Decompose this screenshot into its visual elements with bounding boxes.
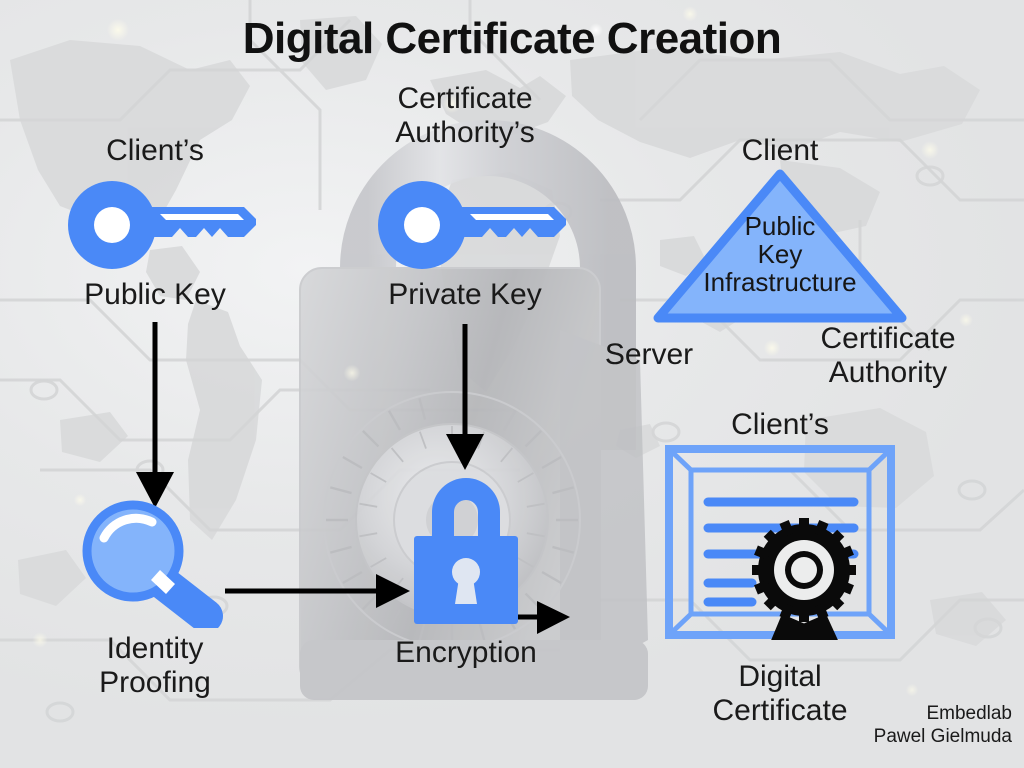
triangle-icon [653,169,907,323]
digital-certificate-label: Digital Certificate [712,660,848,727]
arrow-public-key-to-identity-proofing [136,322,174,508]
arrow-encryption-to-certificate [518,601,570,634]
encryption-label: Encryption [395,636,537,669]
padlock-icon [414,478,518,624]
key-icon [378,181,566,269]
credit-line-2: Pawel Gielmuda [873,726,1012,748]
credit-line-1: Embedlab [926,703,1012,724]
certificate-authority-label: Certificate Authority [820,322,956,389]
arrow-private-key-to-encryption [446,324,484,470]
client-possessive-right-label: Client’s [731,408,829,441]
certificate-icon [665,445,895,640]
rosette-seal-icon [752,518,856,640]
magnifier-icon [82,500,223,628]
client-label: Client [741,134,819,167]
server-label: Server [604,338,694,371]
private-key-label: Private Key [388,278,542,311]
key-icon [68,181,256,269]
public-key-label: Public Key [84,278,226,311]
arrow-identity-proofing-to-encryption [225,574,410,608]
identity-proofing-label: Identity Proofing [99,632,211,699]
client-public-key-top-label: Client’s [106,134,204,167]
page-title: Digital Certificate Creation [242,14,782,63]
pki-label: Public Key Infrastructure [703,211,857,298]
certificate-authority-possessive-label: Certificate Authority’s [395,82,535,149]
